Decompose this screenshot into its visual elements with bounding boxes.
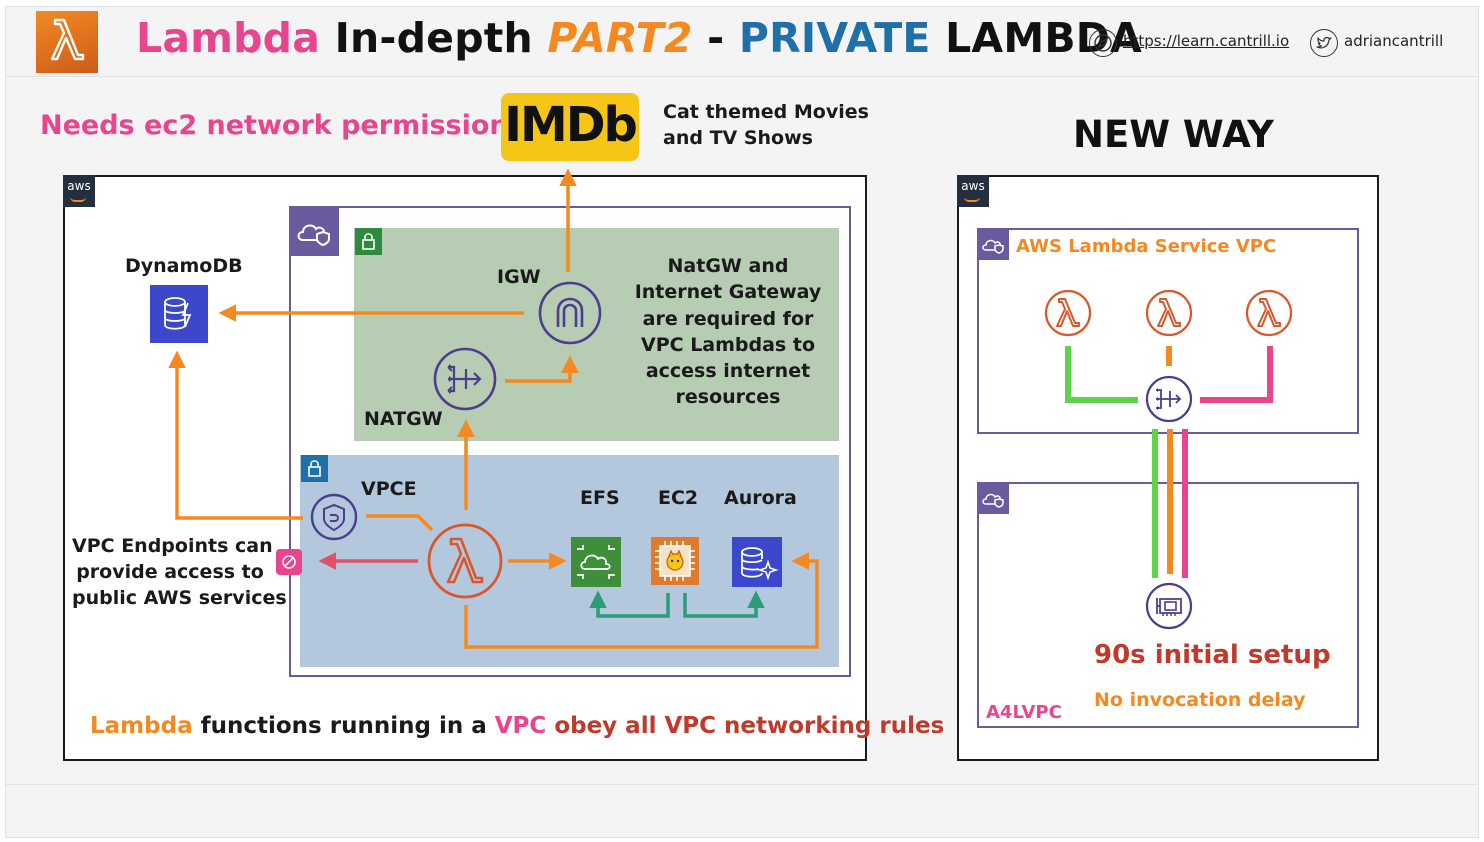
imdb-caption-line2: and TV Shows	[663, 127, 813, 149]
public-subnet	[354, 228, 839, 441]
ec2-instance-icon	[651, 537, 699, 585]
natgw-to-igw-arrow	[505, 355, 579, 383]
dynamodb-label: DynamoDB	[125, 255, 243, 277]
imdb-logo-text: IMDb	[504, 97, 638, 153]
natgw-label: NATGW	[364, 408, 443, 430]
vpc-endpoint-icon	[310, 493, 358, 545]
service-lambda-icon-1	[1044, 289, 1092, 341]
imdb-logo: IMDb	[501, 93, 639, 161]
vpc-box-left	[289, 206, 851, 677]
a4l-vpc-cloud-icon	[977, 482, 1009, 514]
internet-gateway-icon	[538, 281, 602, 349]
gateway-endpoint-icon	[276, 549, 302, 575]
footer-text-1: functions running in a	[200, 713, 487, 739]
natgw-note-line5: access internet	[645, 360, 811, 383]
vpce-note-line2: provide access to	[76, 561, 264, 583]
natgw-note-line2: Internet Gateway	[634, 281, 822, 304]
vpc-rules-footer: Lambda functions running in a VPC obey a…	[90, 713, 944, 739]
lambda-function-icon	[426, 522, 504, 604]
efs-label: EFS	[580, 487, 620, 509]
efs-icon	[571, 537, 621, 587]
initial-setup-text: 90s initial setup	[1094, 640, 1331, 670]
header-divider	[5, 76, 1477, 77]
hyperplane-nat-icon	[1145, 375, 1193, 427]
natgw-note: NatGW and Internet Gateway are required …	[620, 253, 836, 411]
ec2-to-aurora-arrow	[683, 590, 765, 618]
natgw-note-line3: are required for	[642, 307, 814, 330]
footer-divider	[5, 784, 1477, 785]
green-lambda-link	[1065, 346, 1138, 403]
aurora-icon	[732, 537, 782, 587]
compass-icon	[1089, 29, 1117, 57]
title-private: PRIVATE	[738, 14, 931, 62]
title-part2: PART2	[547, 14, 693, 62]
public-subnet-lock-icon	[355, 228, 382, 255]
pink-lambda-link	[1200, 346, 1273, 403]
eni-icon	[1145, 582, 1193, 634]
footer-vpc: VPC	[494, 713, 547, 739]
ec2-label: EC2	[658, 487, 699, 509]
vpc-cloud-icon	[289, 206, 339, 256]
service-vpc-label: AWS Lambda Service VPC	[1016, 236, 1277, 257]
footer-lambda: Lambda	[90, 713, 193, 739]
ec2-to-efs-arrow	[589, 590, 670, 618]
new-way-heading: NEW WAY	[1073, 113, 1274, 156]
service-lambda-icon-3	[1245, 289, 1293, 341]
nat-gateway-icon	[433, 347, 497, 415]
page-title: Lambda In-depth PART2 - PRIVATE LAMBDA	[136, 14, 1142, 62]
aurora-label: Aurora	[724, 487, 797, 509]
natgw-note-line4: VPC Lambdas to	[641, 333, 815, 356]
website-link[interactable]: https://learn.cantrill.io	[1123, 32, 1290, 50]
footer-text-2: obey all VPC networking rules	[554, 713, 945, 739]
lambda-to-aurora-arrow	[464, 552, 819, 649]
service-lambda-icon-2	[1145, 289, 1193, 341]
imdb-caption-line1: Cat themed Movies	[663, 101, 869, 123]
natgw-note-line6: resources	[675, 386, 781, 409]
service-vpc-cloud-icon	[977, 228, 1009, 260]
lambda-logo-icon	[36, 11, 98, 73]
igw-label: IGW	[497, 266, 541, 288]
a4lvpc-label: A4LVPC	[986, 702, 1062, 723]
title-dash: -	[707, 14, 725, 62]
twitter-icon	[1310, 29, 1338, 57]
aws-logo-icon-left: aws	[63, 175, 95, 207]
dynamodb-icon	[150, 285, 208, 343]
vpce-label: VPCE	[361, 478, 417, 500]
natgw-note-line1: NatGW and	[667, 255, 789, 277]
lambda-to-vpce-line	[366, 514, 434, 532]
needs-permissions-heading: Needs ec2 network permissions	[40, 110, 525, 141]
twitter-link[interactable]: adriancantrill	[1344, 32, 1444, 50]
vpce-to-dynamodb-arrow	[168, 350, 303, 520]
vpce-note-line1: VPC Endpoints can	[72, 535, 273, 557]
private-subnet-lock-icon	[301, 455, 328, 482]
vpce-note-line3: public AWS services	[72, 587, 287, 609]
vpce-note: VPC Endpoints can provide access to publ…	[72, 533, 287, 611]
no-delay-text: No invocation delay	[1094, 689, 1306, 711]
title-lambda: Lambda	[136, 14, 321, 62]
aws-logo-icon-right: aws	[957, 175, 989, 207]
title-in-depth: In-depth	[334, 14, 533, 62]
